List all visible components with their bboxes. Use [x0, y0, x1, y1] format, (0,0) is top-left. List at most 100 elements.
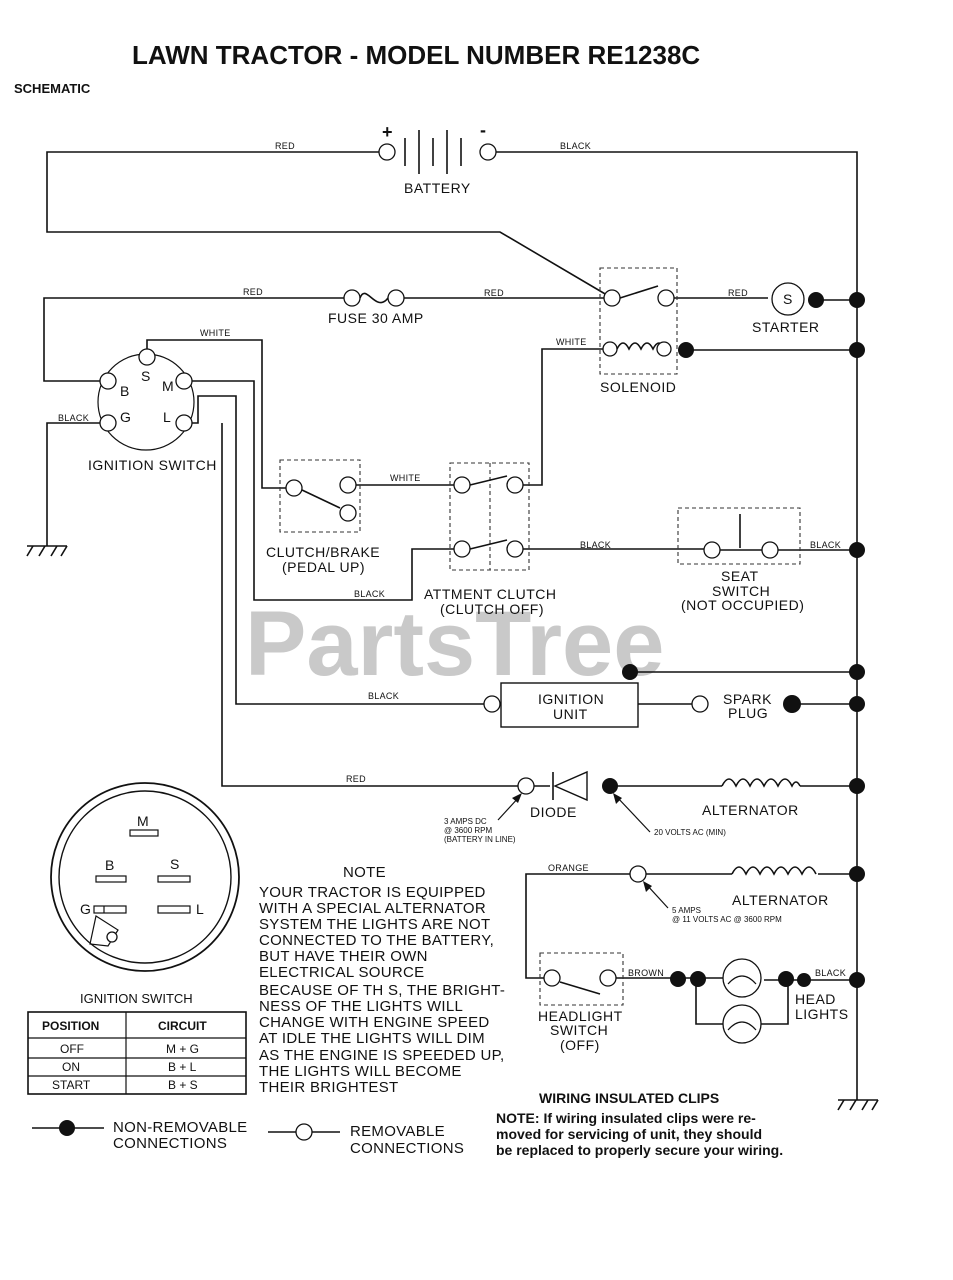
solenoid: SOLENOID — [599, 267, 694, 395]
note-line: THE LIGHTS WILL BECOME — [259, 1063, 462, 1080]
ignition-unit-label-1: IGNITION — [538, 691, 604, 707]
fuse-label: FUSE 30 AMP — [328, 310, 424, 326]
rating-dc-1: 3 AMPS DC — [444, 817, 487, 826]
note-line: SYSTEM THE LIGHTS ARE NOT — [259, 916, 490, 933]
removable-symbol — [295, 1123, 313, 1141]
attachment-clutch-switch: ATTMENT CLUTCH (CLUTCH OFF) — [424, 462, 556, 617]
ignition-switch-label: IGNITION SWITCH — [88, 457, 217, 473]
note-line: WITH A SPECIAL ALTERNATOR — [259, 900, 486, 917]
wire-label-black-seat-ground: BLACK — [810, 540, 841, 550]
diode: DIODE — [517, 770, 618, 820]
terminal-l — [175, 414, 193, 432]
note-line: ELECTRICAL SOURCE — [259, 964, 424, 981]
wire-label-white-s: WHITE — [200, 328, 231, 338]
alternator-lights: ALTERNATOR — [629, 865, 828, 908]
connection-legend: NON-REMOVABLE CONNECTIONS REMOVABLE CONN… — [32, 1119, 464, 1157]
table-row-off-position: OFF — [60, 1042, 84, 1056]
wire-label-black-seat: BLACK — [580, 540, 611, 550]
table-row-start-position: START — [52, 1078, 91, 1092]
spark-plug-label-1: SPARK — [723, 691, 772, 707]
battery: + - BATTERY — [378, 120, 497, 196]
headlight-lower-return — [758, 978, 789, 1025]
ground-symbol-left — [26, 545, 68, 557]
terminal-s — [138, 348, 156, 366]
alternator-coil — [721, 778, 801, 788]
switch-face-label: IGNITION SWITCH — [80, 991, 193, 1006]
legend-removable-2: CONNECTIONS — [350, 1140, 464, 1157]
head-light-lower — [722, 1004, 762, 1044]
note-line: AT IDLE THE LIGHTS WILL DIM — [259, 1030, 485, 1047]
clutch-brake-switch: CLUTCH/BRAKE (PEDAL UP) — [266, 459, 380, 575]
note-line: NESS OF THE LIGHTS WILL — [259, 998, 463, 1015]
alternator-label: ALTERNATOR — [702, 802, 799, 818]
legend-non-removable-2: CONNECTIONS — [113, 1135, 227, 1152]
clips-heading: WIRING INSULATED CLIPS — [539, 1090, 719, 1106]
rating-lights-2: @ 11 VOLTS AC @ 3600 RPM — [672, 915, 782, 924]
seat-switch-label-2: SWITCH — [712, 583, 770, 599]
ground-symbol-right — [837, 1099, 879, 1111]
note-line: YOUR TRACTOR IS EQUIPPED — [259, 884, 486, 901]
starter-symbol: S — [783, 291, 793, 307]
head-lights-label-1: HEAD — [795, 991, 836, 1007]
circuit-table: POSITION CIRCUIT OFF M + G ON B + L STAR… — [27, 1011, 247, 1095]
wire-label-black-lights: BLACK — [815, 968, 846, 978]
face-s-label: S — [170, 856, 180, 872]
wire-label-black-g: BLACK — [58, 413, 89, 423]
note-line: THEIR BRIGHTEST — [259, 1079, 399, 1096]
solenoid-label: SOLENOID — [600, 379, 676, 395]
face-g-label: G — [80, 901, 91, 917]
table-header-position: POSITION — [42, 1019, 99, 1033]
spark-plug: SPARK PLUG — [691, 691, 801, 721]
terminal-l-label: L — [163, 409, 171, 425]
battery-plus-sign: + — [382, 122, 393, 142]
ignition-switch-face: M B S G L IGNITION SWITCH — [50, 782, 240, 1006]
head-light-upper — [722, 958, 762, 998]
legend-non-removable-1: NON-REMOVABLE — [113, 1119, 247, 1136]
note-line: BECAUSE OF TH S, THE BRIGHT- — [259, 982, 505, 999]
table-header-circuit: CIRCUIT — [158, 1019, 207, 1033]
clips-line: moved for servicing of unit, they should — [496, 1126, 762, 1142]
ignition-switch-schematic: S B M G L IGNITION SWITCH — [88, 348, 217, 473]
table-row-on-circuit: B + L — [168, 1060, 197, 1074]
rating-dc-2: @ 3600 RPM — [444, 826, 492, 835]
table-row-off-circuit: M + G — [166, 1042, 199, 1056]
terminal-g-label: G — [120, 409, 131, 425]
terminal-m-label: M — [162, 378, 174, 394]
attmt-clutch-label-1: ATTMENT CLUTCH — [424, 586, 556, 602]
starter-motor — [771, 282, 805, 316]
ignition-b-red-wire — [43, 297, 350, 382]
diode-label: DIODE — [530, 804, 577, 820]
wire-label-white-clutch: WHITE — [390, 473, 421, 483]
ignition-m-black-wire — [184, 380, 462, 601]
fuse: FUSE 30 AMP — [328, 289, 424, 326]
battery-positive-terminal — [378, 143, 396, 161]
seat-switch-label-3: (NOT OCCUPIED) — [681, 597, 804, 613]
alternator-battery: ALTERNATOR — [702, 778, 801, 818]
wire-label-white-solenoid: WHITE — [556, 337, 587, 347]
table-row-start-circuit: B + S — [168, 1078, 198, 1092]
ignition-g-black-wire — [46, 422, 108, 546]
note-line: CHANGE WITH ENGINE SPEED — [259, 1014, 490, 1031]
battery-positive-wire — [46, 151, 613, 299]
headlight-switch-label-1: HEADLIGHT — [538, 1008, 623, 1024]
wire-label-red-ign: RED — [243, 287, 263, 297]
terminal-b — [99, 372, 117, 390]
non-removable-symbol — [59, 1120, 75, 1136]
table-row-on-position: ON — [62, 1060, 80, 1074]
rating-notes: 3 AMPS DC @ 3600 RPM (BATTERY IN LINE) 2… — [444, 793, 782, 924]
battery-label: BATTERY — [404, 180, 471, 196]
wire-label-red-alternator: RED — [346, 774, 366, 784]
wire-color-labels: RED BLACK RED RED RED WHITE WHITE BLACK … — [58, 141, 846, 978]
face-m-label: M — [137, 813, 149, 829]
seat-switch: SEAT SWITCH (NOT OCCUPIED) — [677, 507, 804, 613]
ignition-l-black-wire — [184, 395, 492, 705]
head-lights: HEAD LIGHTS — [670, 958, 849, 1044]
headlight-switch: HEADLIGHT SWITCH (OFF) — [538, 952, 624, 1053]
terminal-m — [175, 372, 193, 390]
head-lights-label-2: LIGHTS — [795, 1006, 849, 1022]
clutch-brake-label-2: (PEDAL UP) — [282, 559, 365, 575]
face-l-label: L — [196, 901, 204, 917]
ground-bus-connections — [849, 292, 865, 988]
ignition-s-white-wire — [146, 339, 294, 489]
